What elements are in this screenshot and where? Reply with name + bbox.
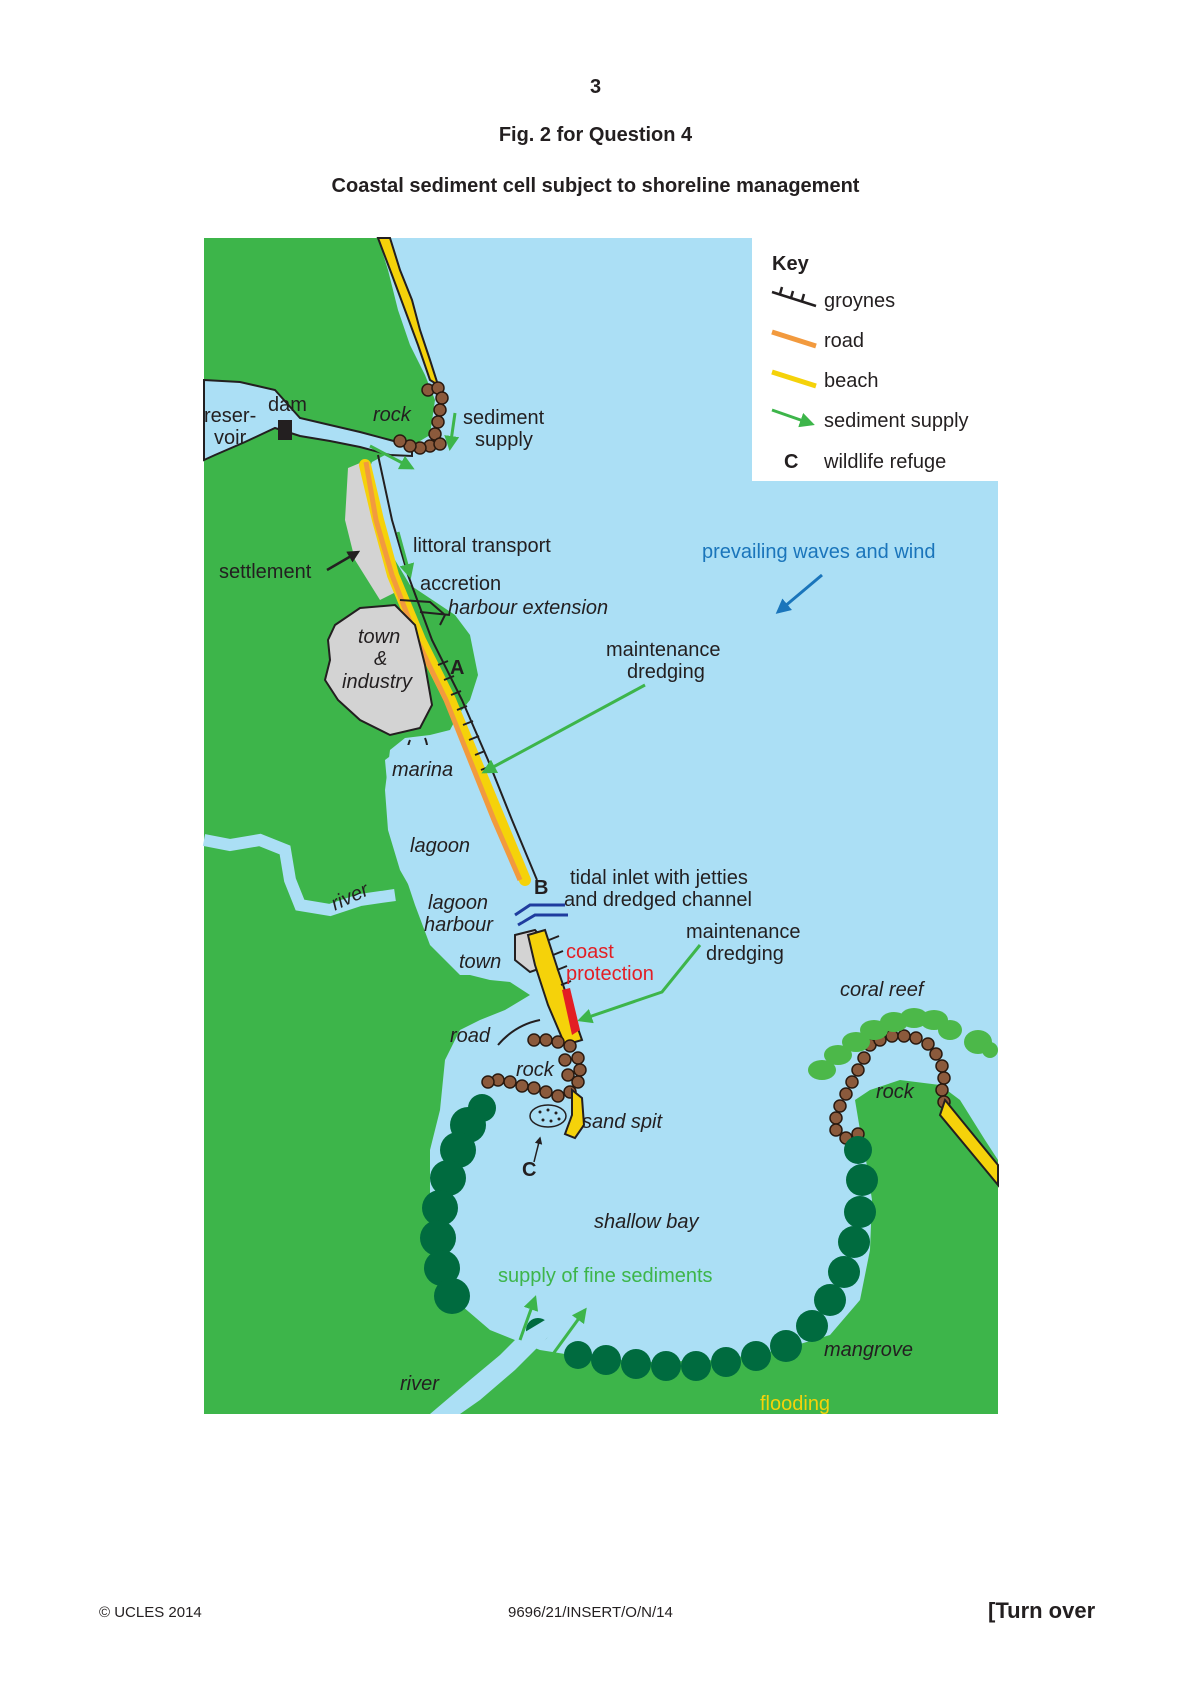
label-fine-sediments: supply of fine sediments bbox=[498, 1265, 713, 1287]
label-a: A bbox=[450, 657, 464, 679]
key-label-groynes: groynes bbox=[824, 290, 895, 312]
wind-arrow bbox=[775, 573, 823, 614]
label-sand-spit: sand spit bbox=[582, 1111, 663, 1133]
key-box bbox=[752, 238, 998, 481]
rock-north-headland bbox=[393, 381, 449, 455]
key-label-wildlife-refuge: wildlife refuge bbox=[823, 451, 946, 473]
label-maintenance-dredging-2b: dredging bbox=[706, 943, 784, 965]
label-coral-reef: coral reef bbox=[840, 979, 926, 1001]
key-label-sediment-supply: sediment supply bbox=[824, 410, 969, 432]
rock-south-headland bbox=[481, 1033, 587, 1103]
label-maintenance-dredging-2a: maintenance bbox=[686, 921, 801, 943]
groynes-symbol-icon bbox=[771, 286, 817, 308]
east-beach bbox=[938, 1097, 999, 1188]
label-c: C bbox=[522, 1159, 536, 1181]
dam bbox=[278, 420, 292, 440]
label-river-south: river bbox=[400, 1373, 440, 1395]
turn-over: [Turn over bbox=[988, 1598, 1096, 1623]
label-mangrove: mangrove bbox=[824, 1339, 913, 1361]
label-accretion: accretion bbox=[420, 573, 501, 595]
label-shallow-bay: shallow bay bbox=[594, 1211, 700, 1233]
label-b: B bbox=[534, 877, 548, 899]
refuge-pointer bbox=[533, 1136, 543, 1163]
label-coast-protection-2: protection bbox=[566, 963, 654, 985]
river-south-channel bbox=[430, 1320, 560, 1414]
label-town-industry-2: & bbox=[374, 648, 387, 670]
letter-c-icon: C bbox=[784, 451, 798, 473]
label-rock-east: rock bbox=[876, 1081, 915, 1103]
harbour-breakwater bbox=[399, 599, 451, 626]
maintenance-dredging-arrow-2 bbox=[577, 944, 702, 1024]
groynes-a bbox=[437, 660, 492, 771]
coast-protection-wall bbox=[562, 988, 580, 1035]
reservoir bbox=[203, 378, 413, 462]
label-rock-south: rock bbox=[516, 1059, 555, 1081]
figure-title: Coastal sediment cell subject to shoreli… bbox=[331, 175, 860, 197]
sediment-supply-arrow-down bbox=[444, 412, 460, 451]
fine-sediment-arrow-1 bbox=[518, 1295, 539, 1341]
south-road bbox=[497, 1019, 541, 1046]
main-road bbox=[363, 461, 523, 881]
label-dam: dam bbox=[268, 394, 307, 416]
paper-code: 9696/21/INSERT/O/N/14 bbox=[508, 1604, 673, 1621]
label-reservoir-2: voir bbox=[214, 427, 247, 449]
label-sediment-supply-1: sediment bbox=[463, 407, 545, 429]
maintenance-dredging-arrow-1 bbox=[481, 683, 646, 774]
littoral-transport-arrow bbox=[396, 531, 415, 579]
label-maintenance-dredging-1a: maintenance bbox=[606, 639, 721, 661]
tidal-inlet-jetties bbox=[514, 903, 568, 927]
sediment-supply-arrow-river bbox=[369, 444, 415, 470]
label-rock-north: rock bbox=[373, 404, 412, 426]
tidal-inlet-inner bbox=[518, 908, 565, 922]
wildlife-refuge-dots bbox=[538, 1108, 561, 1123]
label-tidal-inlet-2: and dredged channel bbox=[564, 889, 752, 911]
label-harbour-extension: harbour extension bbox=[448, 597, 608, 619]
town-industry-area bbox=[323, 603, 434, 737]
key-label-beach: beach bbox=[824, 370, 879, 392]
green-arrow-icon bbox=[771, 408, 815, 428]
fine-sediment-arrow-2 bbox=[551, 1307, 587, 1355]
label-road: road bbox=[450, 1025, 491, 1047]
label-lagoon-harbour-1: lagoon bbox=[428, 892, 488, 914]
label-sediment-supply-2: supply bbox=[475, 429, 533, 451]
label-maintenance-dredging-1b: dredging bbox=[627, 661, 705, 683]
key-title: Key bbox=[772, 253, 810, 275]
land-area bbox=[204, 238, 998, 1414]
label-littoral-transport: littoral transport bbox=[413, 535, 551, 557]
mangrove-belt bbox=[420, 1094, 878, 1381]
rock-east-headland bbox=[829, 1029, 951, 1145]
label-town: town bbox=[459, 951, 501, 973]
label-town-industry-1: town bbox=[358, 626, 400, 648]
settlement-arrow bbox=[326, 550, 361, 572]
label-tidal-inlet-1: tidal inlet with jetties bbox=[570, 867, 748, 889]
copyright: © UCLES 2014 bbox=[99, 1604, 202, 1621]
north-beach bbox=[376, 237, 440, 388]
label-settlement: settlement bbox=[219, 561, 312, 583]
river-north-channel bbox=[202, 833, 396, 917]
wildlife-refuge bbox=[529, 1104, 567, 1128]
lagoon bbox=[385, 745, 520, 975]
beach-line-icon bbox=[771, 369, 817, 389]
label-flooding: flooding bbox=[760, 1393, 830, 1415]
label-reservoir-1: reser- bbox=[204, 405, 256, 427]
sand-spit bbox=[563, 1087, 586, 1140]
label-marina: marina bbox=[392, 759, 453, 781]
label-prevailing-waves: prevailing waves and wind bbox=[702, 541, 935, 563]
label-lagoon: lagoon bbox=[410, 835, 470, 857]
figure-label: Fig. 2 for Question 4 bbox=[498, 124, 693, 146]
groynes-b bbox=[548, 935, 572, 986]
page-number: 3 bbox=[589, 76, 602, 98]
label-coast-protection-1: coast bbox=[566, 941, 614, 963]
label-lagoon-harbour-2: harbour bbox=[424, 914, 494, 936]
coast-line-a bbox=[377, 454, 538, 881]
road-line-icon bbox=[771, 329, 817, 349]
coral-reef bbox=[808, 1008, 998, 1080]
key-label-road: road bbox=[824, 330, 864, 352]
label-town-industry-3: industry bbox=[342, 671, 413, 693]
